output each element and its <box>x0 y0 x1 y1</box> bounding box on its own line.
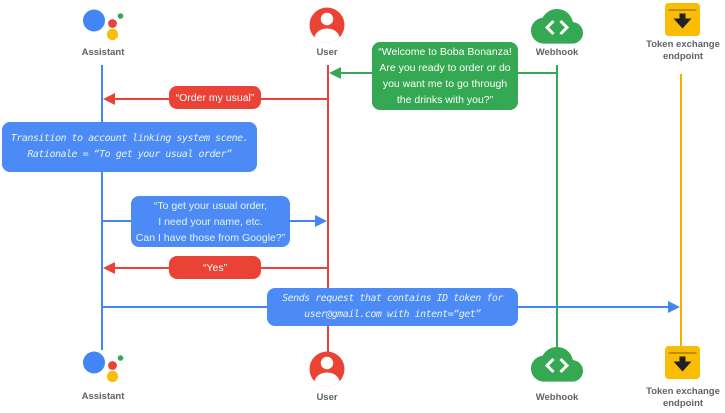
token-endpoint-lifeline <box>680 74 682 346</box>
yes-bubble: “Yes” <box>169 256 261 279</box>
order-usual-bubble: “Order my usual” <box>169 86 261 109</box>
yes-arrowhead-icon <box>103 262 115 274</box>
user-label-bottom: User <box>316 392 338 403</box>
ask-permission-arrowhead-icon <box>315 215 327 227</box>
webhook-label-top: Webhook <box>535 47 579 58</box>
token-endpoint-icon <box>665 3 700 36</box>
user-icon <box>309 351 345 387</box>
user-icon <box>309 7 345 43</box>
assistant-icon <box>83 9 124 41</box>
webhook-label-bottom: Webhook <box>535 392 579 403</box>
ask-permission-bubble: “To get your usual order, I need your na… <box>131 196 290 247</box>
webhook-lifeline <box>556 65 558 347</box>
assistant-icon <box>83 351 124 383</box>
token-endpoint-label-top: Token exchange endpoint <box>646 39 720 62</box>
welcome-arrowhead-icon <box>329 67 341 79</box>
assistant-lifeline <box>101 65 103 350</box>
send-request-arrowhead-icon <box>668 301 680 313</box>
assistant-label-bottom: Assistant <box>81 391 125 402</box>
transition-note: Transition to account linking system sce… <box>2 122 257 172</box>
webhook-icon <box>531 347 583 382</box>
assistant-label-top: Assistant <box>81 47 125 58</box>
token-endpoint-label-bottom: Token exchange endpoint <box>646 386 720 409</box>
token-endpoint-icon <box>665 346 700 379</box>
welcome-message-bubble: “Welcome to Boba Bonanza! Are you ready … <box>372 42 518 110</box>
send-request-label: Sends request that contains ID token for… <box>267 288 518 326</box>
user-label-top: User <box>316 47 338 58</box>
webhook-icon <box>531 9 583 44</box>
order-usual-arrowhead-icon <box>103 93 115 105</box>
user-lifeline <box>327 65 329 352</box>
